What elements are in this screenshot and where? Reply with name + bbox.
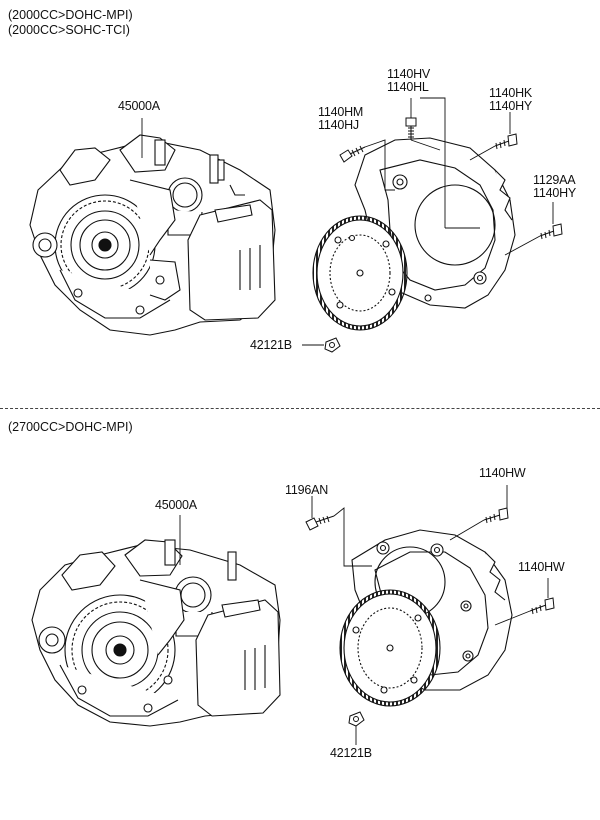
label-42121b-bottom: 42121B bbox=[330, 746, 372, 760]
drive-plate-top bbox=[312, 215, 408, 331]
leader-lines-top bbox=[141, 97, 554, 346]
label-1140hw-2: 1140HW bbox=[518, 560, 565, 574]
label-1140hw-1: 1140HW bbox=[479, 466, 526, 480]
section-divider bbox=[0, 408, 600, 409]
label-transaxle-bottom: 45000A bbox=[155, 498, 197, 512]
label-1140hm: 1140HM bbox=[318, 105, 364, 119]
label-1140hy: 1140HY bbox=[489, 99, 533, 113]
header-line-1: (2000CC>DOHC-MPI) bbox=[8, 8, 133, 22]
label-1140hv: 1140HV bbox=[387, 67, 431, 81]
leader-lines-bottom bbox=[179, 485, 549, 745]
header-line-3: (2700CC>DOHC-MPI) bbox=[8, 420, 133, 434]
bolts-bottom bbox=[305, 507, 555, 727]
label-1140hk: 1140HK bbox=[489, 86, 533, 100]
transaxle-assembly-bottom bbox=[31, 539, 281, 727]
label-1140hy-2: 1140HY bbox=[533, 186, 577, 200]
label-1196an: 1196AN bbox=[285, 483, 329, 497]
label-transaxle-top: 45000A bbox=[118, 99, 160, 113]
label-1140hj: 1140HJ bbox=[318, 118, 359, 132]
label-1129aa: 1129AA bbox=[533, 173, 576, 187]
header-line-2: (2000CC>SOHC-TCI) bbox=[8, 23, 130, 37]
bolts-top bbox=[324, 117, 563, 353]
label-42121b-top: 42121B bbox=[250, 338, 292, 352]
label-1140hl: 1140HL bbox=[387, 80, 429, 94]
transaxle-assembly-top bbox=[29, 134, 276, 336]
drive-plate-bottom bbox=[339, 589, 441, 707]
